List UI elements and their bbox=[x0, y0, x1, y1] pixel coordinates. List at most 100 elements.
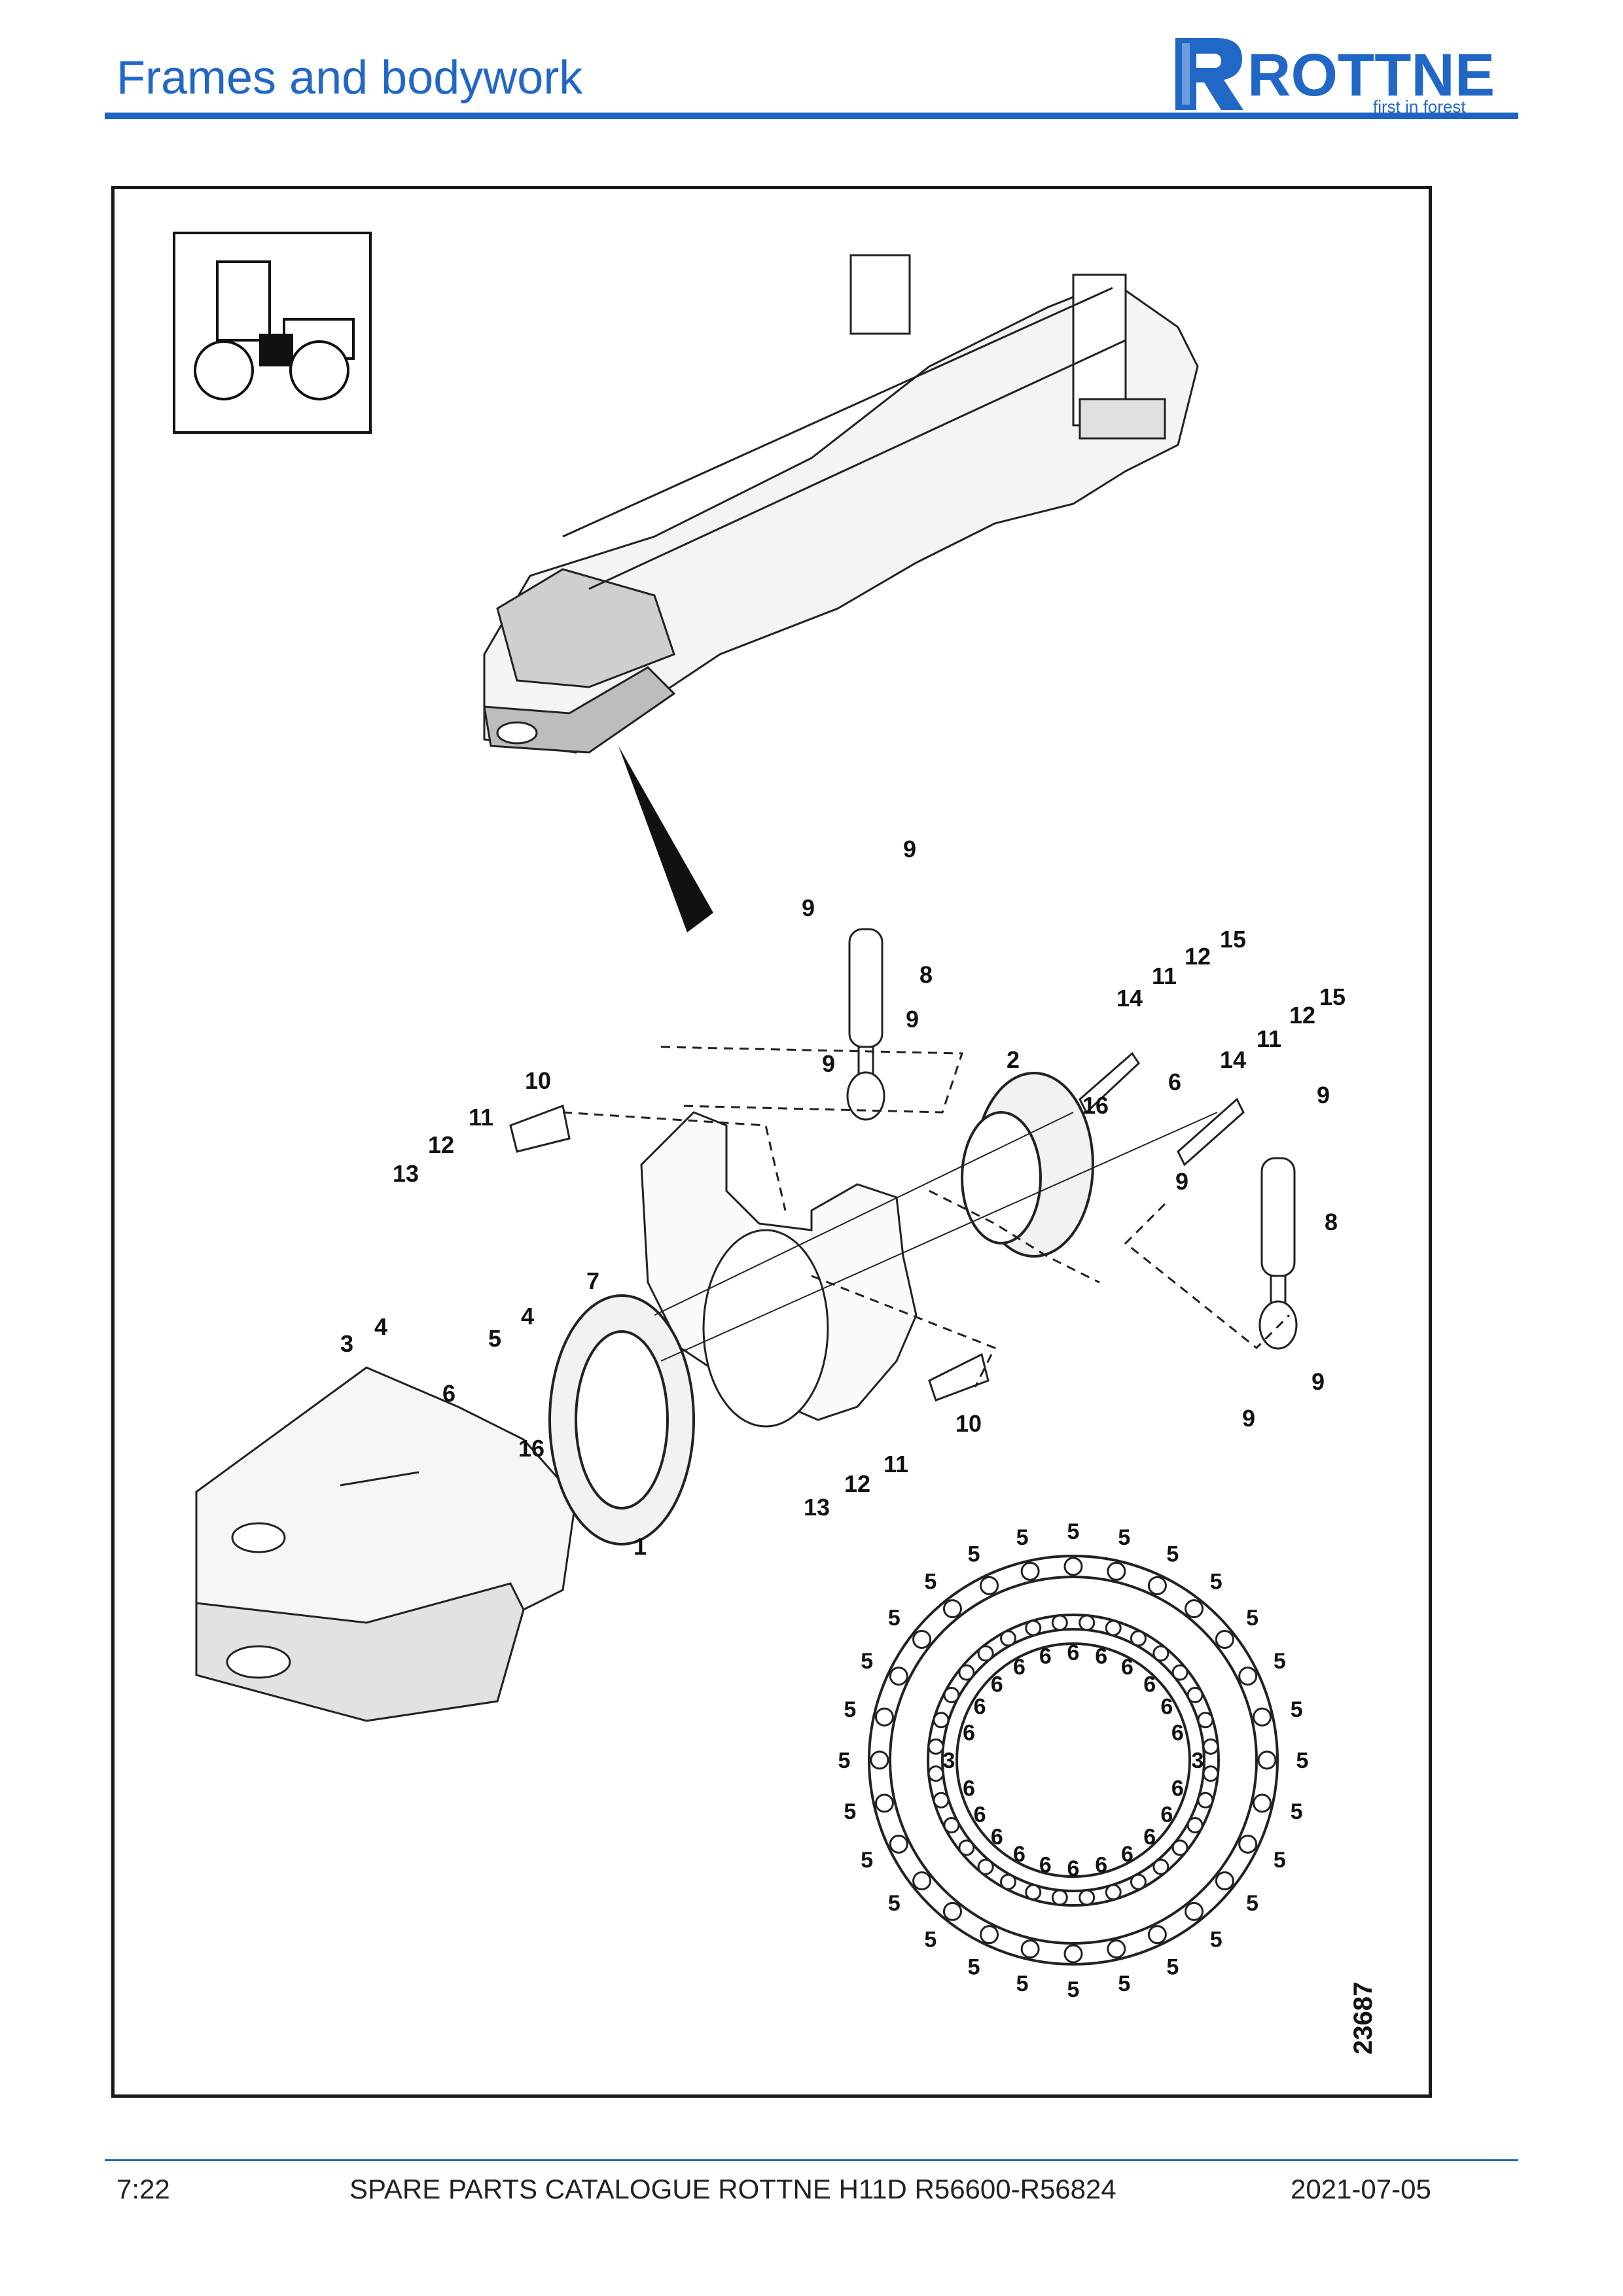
callout-ring-5: 5 bbox=[968, 1954, 980, 1979]
page-title: Frames and bodywork bbox=[116, 52, 583, 104]
header-rule bbox=[105, 113, 1518, 119]
outer-bolt-hole bbox=[1215, 1629, 1234, 1649]
logo-wordmark: ROTTNE bbox=[1247, 42, 1495, 109]
inner-bolt-hole bbox=[977, 1645, 994, 1662]
callout-12c: 12 bbox=[428, 1131, 454, 1158]
callout-12a: 12 bbox=[1185, 943, 1211, 970]
callout-ring-5: 5 bbox=[861, 1649, 873, 1674]
callout-ring-6: 6 bbox=[991, 1672, 1003, 1697]
inner-bolt-hole bbox=[1079, 1614, 1096, 1631]
pivot-bracket bbox=[195, 1366, 577, 1722]
outer-bolt-hole bbox=[1215, 1871, 1234, 1891]
logo-tagline: first in forest bbox=[1373, 97, 1466, 115]
callout-13b: 13 bbox=[804, 1494, 830, 1521]
outer-bolt-hole bbox=[912, 1871, 932, 1891]
callout-9c: 9 bbox=[906, 1006, 919, 1033]
hydraulic-cylinder-lower bbox=[1258, 1157, 1298, 1350]
outer-bolt-hole bbox=[1253, 1793, 1272, 1813]
inner-bolt-hole bbox=[1130, 1630, 1147, 1647]
callout-ring-6: 6 bbox=[1039, 1852, 1052, 1877]
outer-bolt-hole bbox=[874, 1707, 894, 1727]
callout-ring-5: 5 bbox=[1210, 1928, 1222, 1952]
ring-outer-bolt-holes bbox=[870, 1557, 1277, 1964]
callout-ring-5: 5 bbox=[968, 1542, 980, 1567]
callout-1: 1 bbox=[633, 1533, 647, 1560]
inner-bolt-hole bbox=[1025, 1619, 1042, 1636]
callout-15b: 15 bbox=[1319, 983, 1346, 1010]
inner-bolt-hole bbox=[1105, 1619, 1122, 1636]
callout-9a: 9 bbox=[903, 836, 916, 862]
outer-bolt-hole bbox=[1238, 1834, 1258, 1854]
callout-4b: 4 bbox=[521, 1303, 534, 1330]
outer-bolt-hole bbox=[1253, 1707, 1272, 1727]
assembly-guide-lines bbox=[562, 1046, 1291, 1388]
outer-bolt-hole bbox=[912, 1629, 932, 1649]
callout-ring-6: 6 bbox=[1121, 1842, 1133, 1867]
callout-ring-6: 6 bbox=[991, 1825, 1003, 1850]
inner-bolt-hole bbox=[1171, 1664, 1188, 1681]
callout-7: 7 bbox=[586, 1267, 599, 1294]
callout-ring-5: 5 bbox=[1118, 1971, 1130, 1996]
callout-ring-5: 5 bbox=[1016, 1971, 1029, 1996]
outer-bolt-hole bbox=[889, 1667, 908, 1686]
callout-6a: 6 bbox=[1168, 1069, 1181, 1095]
inner-bolt-hole bbox=[1202, 1765, 1219, 1782]
callout-ring-6: 6 bbox=[1039, 1644, 1052, 1669]
rottne-logo: ROTTNE first in forest bbox=[1175, 38, 1495, 115]
outer-bolt-hole bbox=[874, 1793, 894, 1813]
callout-ring-5: 5 bbox=[888, 1606, 901, 1631]
axle-pins bbox=[509, 1051, 1245, 1402]
callout-5: 5 bbox=[488, 1325, 501, 1352]
callout-ring-6: 6 bbox=[1143, 1672, 1156, 1697]
hydraulic-cylinder-upper bbox=[846, 928, 885, 1121]
callout-ring-6: 6 bbox=[1160, 1695, 1173, 1720]
figure-number: 23687 bbox=[1349, 1982, 1378, 2055]
callout-13a: 13 bbox=[393, 1160, 419, 1187]
callout-3: 3 bbox=[340, 1330, 353, 1357]
callout-ring-5: 5 bbox=[1016, 1525, 1029, 1550]
callout-9d: 9 bbox=[822, 1050, 835, 1077]
callout-ring-6: 6 bbox=[1095, 1644, 1107, 1669]
callout-ring-6: 6 bbox=[1013, 1842, 1026, 1867]
callout-ring-5: 5 bbox=[1246, 1606, 1258, 1631]
callout-9b: 9 bbox=[802, 894, 815, 921]
callout-ring-6: 6 bbox=[1171, 1776, 1184, 1801]
callout-ring-5: 5 bbox=[1166, 1542, 1179, 1567]
inner-bolt-hole bbox=[1197, 1792, 1214, 1809]
inner-bolt-hole bbox=[1171, 1839, 1188, 1856]
inner-bolt-hole bbox=[1186, 1687, 1204, 1704]
callout-12b: 12 bbox=[1289, 1002, 1315, 1029]
callout-ring-5: 5 bbox=[1118, 1525, 1130, 1550]
inner-bolt-hole bbox=[943, 1687, 960, 1704]
callout-ring-5: 5 bbox=[861, 1848, 873, 1873]
inner-bolt-hole bbox=[1000, 1630, 1017, 1647]
callout-8a: 8 bbox=[919, 961, 933, 988]
callout-10a: 10 bbox=[525, 1067, 551, 1094]
callout-9h: 9 bbox=[1242, 1405, 1255, 1432]
callout-10b: 10 bbox=[955, 1410, 982, 1437]
shaft-centre-lines bbox=[654, 1112, 1218, 1362]
outer-bolt-hole bbox=[980, 1925, 999, 1945]
inner-bolt-hole bbox=[1197, 1712, 1214, 1729]
inner-bolt-hole bbox=[1079, 1889, 1096, 1906]
callout-ring-6: 6 bbox=[974, 1803, 986, 1828]
outer-bolt-hole bbox=[1063, 1944, 1083, 1964]
callout-ring-5: 5 bbox=[1210, 1569, 1222, 1594]
catalogue-title: SPARE PARTS CATALOGUE ROTTNE H11D R56600… bbox=[349, 2174, 1116, 2204]
outer-bolt-hole bbox=[1063, 1557, 1083, 1576]
inner-bolt-hole bbox=[1202, 1738, 1219, 1755]
callout-2: 2 bbox=[1007, 1046, 1020, 1073]
publication-date: 2021-07-05 bbox=[1291, 2174, 1431, 2204]
callout-11a: 11 bbox=[1152, 963, 1177, 989]
callout-8b: 8 bbox=[1325, 1209, 1338, 1235]
outer-bolt-hole bbox=[942, 1901, 962, 1921]
inner-bolt-hole bbox=[1152, 1858, 1169, 1875]
callout-ring-5: 5 bbox=[844, 1697, 856, 1722]
callout-16a: 16 bbox=[1082, 1092, 1109, 1119]
callout-11c: 11 bbox=[469, 1104, 493, 1131]
outer-bolt-hole bbox=[1185, 1599, 1204, 1619]
slewing-ring-exploded bbox=[548, 1294, 695, 1545]
inner-bolt-hole bbox=[933, 1792, 950, 1809]
